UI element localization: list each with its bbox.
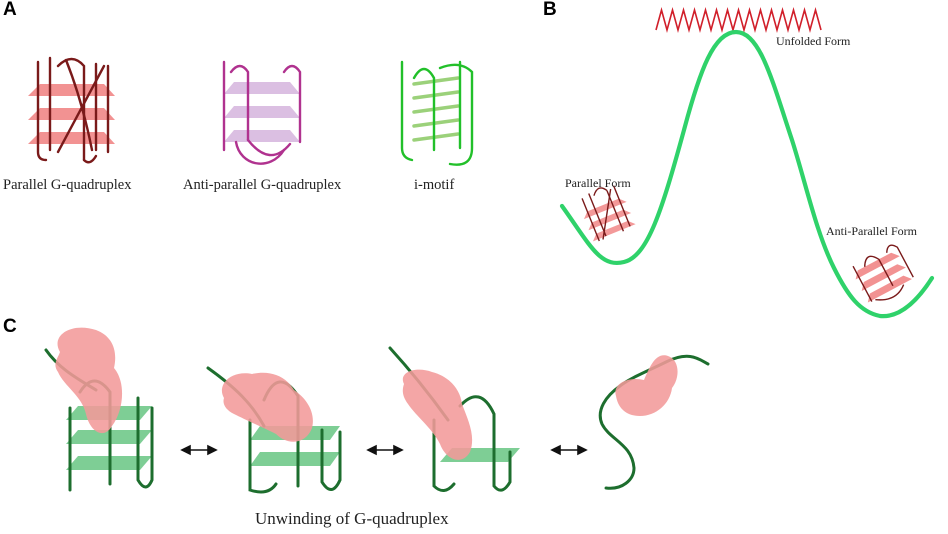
unwinding-stage-1	[44, 327, 154, 492]
label-anti-parallel-form: Anti-Parallel Form	[826, 224, 917, 238]
equilibrium-arrows	[180, 444, 588, 456]
parallel-g-quadruplex-diagram	[28, 56, 115, 164]
energy-landscape-curve	[559, 29, 935, 319]
double-arrow-icon	[366, 444, 404, 456]
panel-letter-a: A	[3, 0, 17, 20]
caption-unwinding: Unwinding of G-quadruplex	[255, 509, 449, 528]
unwinding-stage-3	[388, 346, 520, 492]
unwinding-stage-4	[598, 354, 710, 490]
label-i-motif: i-motif	[414, 177, 455, 193]
double-arrow-icon	[180, 444, 218, 456]
anti-parallel-form-icon	[852, 244, 914, 303]
label-unfolded-form: Unfolded Form	[776, 34, 851, 48]
label-antiparallel-g-quadruplex: Anti-parallel G-quadruplex	[183, 177, 342, 193]
panel-letter-c: C	[3, 316, 17, 337]
unfolded-form-wave	[655, 6, 822, 34]
i-motif-diagram	[400, 60, 474, 166]
antiparallel-g-quadruplex-diagram	[222, 60, 302, 165]
unwinding-stage-2	[206, 366, 342, 494]
double-arrow-icon	[550, 444, 588, 456]
parallel-form-icon	[581, 185, 636, 242]
label-parallel-g-quadruplex: Parallel G-quadruplex	[3, 177, 132, 193]
panel-letter-b: B	[543, 0, 557, 20]
label-parallel-form: Parallel Form	[565, 176, 631, 190]
